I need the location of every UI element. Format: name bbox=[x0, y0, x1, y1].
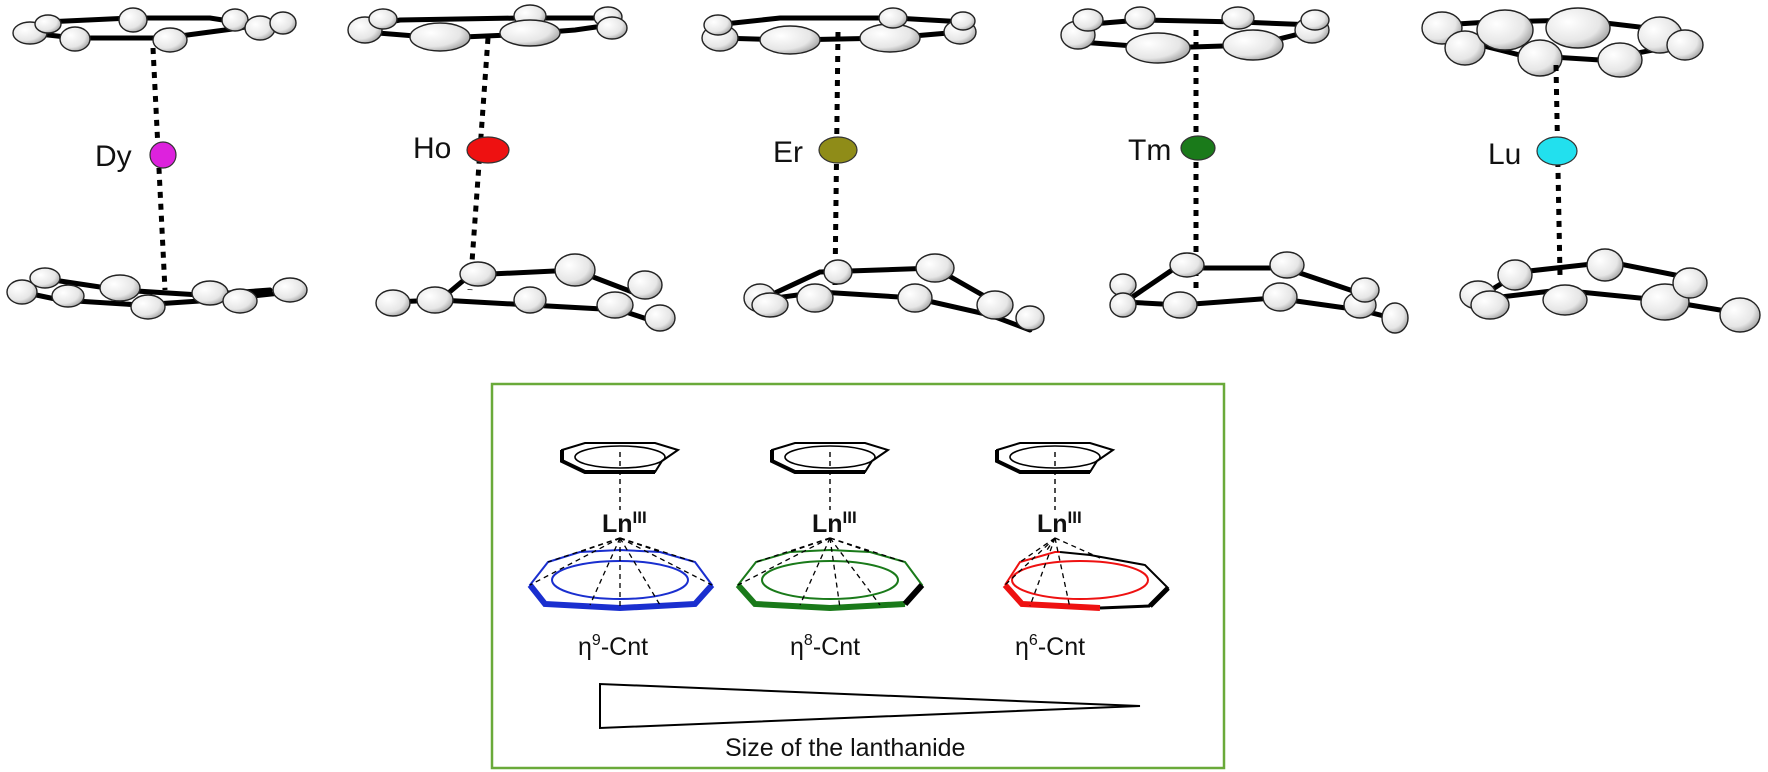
bottom-ring bbox=[6, 267, 308, 320]
element-label-dy: Dy bbox=[95, 140, 132, 173]
element-label-tm: Tm bbox=[1128, 134, 1171, 167]
top-ring bbox=[701, 7, 977, 55]
bottom-ring bbox=[743, 253, 1045, 333]
metal-atom-tm bbox=[1180, 135, 1216, 161]
element-label-er: Er bbox=[773, 136, 803, 169]
coordination-dashes bbox=[529, 537, 713, 608]
svg-text:LnIII: LnIII bbox=[812, 508, 857, 538]
coordination-dashes bbox=[1004, 537, 1101, 609]
cnt-ring-eta6 bbox=[1002, 551, 1170, 611]
metal-atom-lu bbox=[1536, 136, 1578, 166]
element-label-ho: Ho bbox=[413, 132, 451, 165]
structure-tm: Tm bbox=[1060, 6, 1409, 334]
coordination-dashes bbox=[737, 537, 906, 609]
top-ring bbox=[12, 7, 297, 53]
coordination-mode-eta8: LnIII η8-Cnt bbox=[735, 442, 925, 661]
structure-lu: Lu bbox=[1421, 7, 1761, 333]
top-ring bbox=[1421, 7, 1704, 78]
metal-atom-dy bbox=[149, 141, 177, 169]
coordination-mode-eta9: LnIII η9-Cnt bbox=[527, 442, 715, 661]
bottom-ring bbox=[1109, 251, 1409, 334]
structure-ho: Ho bbox=[347, 4, 676, 332]
svg-text:LnIII: LnIII bbox=[602, 508, 647, 538]
metal-atom-er bbox=[818, 136, 858, 164]
bottom-ring bbox=[1459, 248, 1761, 333]
svg-text:η6-Cnt: η6-Cnt bbox=[1015, 632, 1085, 661]
svg-text:LnIII: LnIII bbox=[1037, 508, 1082, 538]
structure-dy: Dy bbox=[6, 7, 308, 320]
size-label: Size of the lanthanide bbox=[725, 734, 965, 762]
structure-er: Er bbox=[701, 7, 1045, 333]
top-ring bbox=[1060, 6, 1330, 64]
top-ring bbox=[347, 4, 628, 52]
svg-text:η9-Cnt: η9-Cnt bbox=[578, 632, 648, 661]
cnt-ring-eta8 bbox=[735, 548, 925, 612]
metal-atom-ho bbox=[466, 136, 510, 164]
element-label-lu: Lu bbox=[1488, 138, 1521, 171]
coordination-mode-eta6: LnIII η6-Cnt bbox=[995, 442, 1170, 661]
bottom-ring bbox=[375, 253, 676, 332]
size-wedge bbox=[599, 682, 1141, 730]
svg-text:η8-Cnt: η8-Cnt bbox=[790, 632, 860, 661]
